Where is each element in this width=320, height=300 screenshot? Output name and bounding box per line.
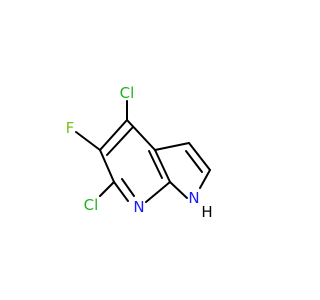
bond-n7-c7a xyxy=(145,181,171,203)
bond-c3a-c4 xyxy=(126,119,156,151)
atom-cl-top: Cl xyxy=(120,84,135,102)
bond-c4-c5 xyxy=(99,119,128,151)
atom-f: F xyxy=(66,119,75,137)
molecule-structure: Cl F Cl N N H xyxy=(66,84,213,221)
bond-c5-c5-double xyxy=(106,126,134,156)
bonds xyxy=(75,100,211,203)
atom-n-pyrrole: N xyxy=(188,189,199,207)
bond-c3-c2-double xyxy=(185,150,203,173)
bond-n1-c7a xyxy=(169,181,188,199)
atom-n-ring: N xyxy=(133,198,144,216)
bond-c7a-c3a xyxy=(154,149,171,183)
atom-labels: Cl F Cl N N H xyxy=(66,84,213,221)
atom-h-pyrrole: H xyxy=(201,203,212,221)
bond-c6-cl xyxy=(99,181,115,197)
bond-c3-c2 xyxy=(188,142,211,171)
bond-c7a-c3a-double xyxy=(148,150,163,179)
bond-c5-c6 xyxy=(99,149,115,183)
bond-c3a-c3 xyxy=(154,142,190,151)
bond-c5-f xyxy=(75,131,101,151)
bond-c6-n7-a xyxy=(113,181,129,202)
bond-c6-n7-b xyxy=(121,178,135,197)
bond-c2-n1 xyxy=(199,169,211,189)
atom-cl-bottom: Cl xyxy=(84,196,99,214)
